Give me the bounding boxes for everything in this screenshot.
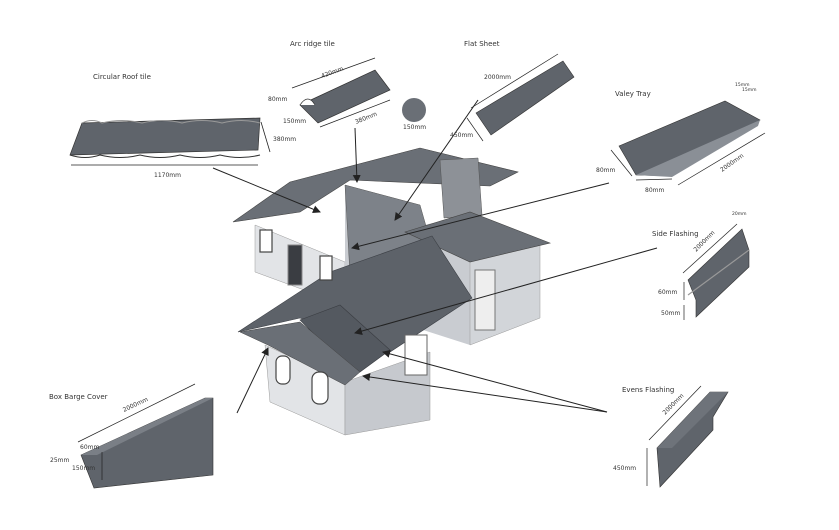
window bbox=[275, 355, 291, 385]
window bbox=[311, 371, 329, 405]
house-illustration bbox=[232, 147, 552, 436]
flat-sheet-label: Flat Sheet bbox=[464, 40, 500, 48]
window bbox=[474, 269, 496, 331]
box-barge-cover-label: Box Barge Cover bbox=[49, 393, 108, 401]
arc-ridge-tile: Arc ridge tile 420mm 80mm 150mm 380mm 15… bbox=[268, 40, 426, 131]
dim-lip1: 15mm bbox=[735, 82, 750, 88]
dim-height: 80mm bbox=[268, 96, 287, 103]
door bbox=[287, 244, 303, 286]
dim-height: 150mm bbox=[72, 465, 95, 472]
dim-upper: 60mm bbox=[658, 289, 677, 296]
evens-flashing-label: Evens Flashing bbox=[622, 386, 674, 394]
dim-lip: 20mm bbox=[732, 211, 747, 217]
side-flashing-label: Side Flashing bbox=[652, 230, 699, 238]
window bbox=[259, 229, 273, 253]
dim-length: 2000mm bbox=[122, 396, 150, 414]
dim-width: 80mm bbox=[645, 187, 664, 194]
arc-ridge-tile-label: Arc ridge tile bbox=[290, 40, 335, 48]
window bbox=[319, 255, 333, 281]
circular-roof-tile: Circular Roof tile 1170mm 380mm bbox=[69, 73, 296, 179]
valley-tray-label: Valey Tray bbox=[615, 90, 651, 98]
dim-lower: 50mm bbox=[661, 310, 680, 317]
dim-side: 25mm bbox=[50, 457, 69, 464]
dim-length-bottom: 380mm bbox=[354, 111, 378, 126]
dim-height: 80mm bbox=[596, 167, 615, 174]
valley-tray: Valey Tray 15mm 15mm 80mm 80mm 2000mm bbox=[596, 82, 766, 194]
dim-diameter: 150mm bbox=[403, 124, 426, 131]
dim-width: 150mm bbox=[283, 118, 306, 125]
dim-width: 1170mm bbox=[154, 172, 181, 179]
dim-lip2: 15mm bbox=[742, 87, 757, 93]
window bbox=[404, 334, 428, 376]
evens-flashing: Evens Flashing 2000mm 450mm bbox=[613, 385, 729, 488]
box-barge-cover: Box Barge Cover 2000mm 60mm 25mm 150mm bbox=[49, 383, 214, 489]
dim-length: 2000mm bbox=[719, 152, 745, 173]
dim-top: 60mm bbox=[80, 444, 99, 451]
dim-length-top: 420mm bbox=[320, 65, 344, 80]
dim-height: 450mm bbox=[613, 465, 636, 472]
dim-length: 2000mm bbox=[484, 74, 511, 81]
dim-width: 450mm bbox=[450, 132, 473, 139]
dim-length: 2000mm bbox=[661, 392, 685, 416]
side-flashing: Side Flashing 20mm 2000mm 60mm 50mm bbox=[652, 211, 750, 320]
circular-roof-tile-label: Circular Roof tile bbox=[93, 73, 151, 81]
pointer-arrows bbox=[212, 99, 658, 414]
flat-sheet: Flat Sheet 2000mm 450mm bbox=[450, 40, 575, 142]
dim-depth: 380mm bbox=[273, 136, 296, 143]
